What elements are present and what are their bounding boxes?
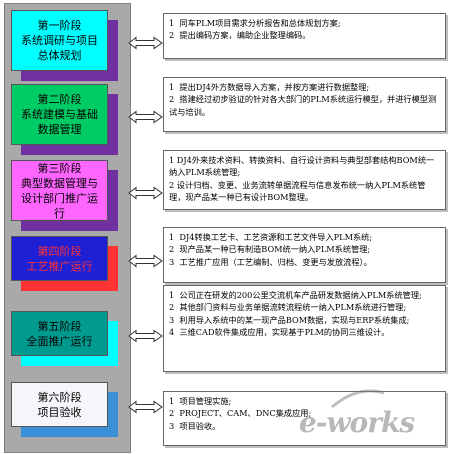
description-item: 1 DJ4转换工艺卡、工艺资源和工艺文件导入PLM系统;: [169, 232, 373, 242]
stage-title: 第六阶段 项目验收: [37, 390, 82, 419]
double-arrow-icon: [128, 329, 163, 343]
stage-box-6: 第六阶段 项目验收: [11, 382, 108, 427]
description-item: 1 同车PLM项目需求分析报告和总体规划方案;: [169, 18, 341, 28]
double-arrow-icon: [128, 186, 163, 200]
description-item: 2 搭建经过初步验证的针对各大部门的PLM系统运行模型，并进行模型测试与培训。: [169, 94, 437, 117]
stage-title: 第一阶段 系统调研与项目 总体规划: [21, 19, 98, 62]
stage-box-1: 第一阶段 系统调研与项目 总体规划: [11, 10, 108, 71]
description-item: 1 提出DJ4外方数据导入方案，并按方案进行数据整理;: [169, 82, 370, 92]
description-item: 2 提出编码方案，编助企业整理编码。: [169, 30, 311, 41]
description-item: 3 利用导入系统中的某一现产品BOM数据，实现与ERP系统集成;: [169, 314, 410, 325]
double-arrow-icon: [128, 110, 163, 124]
stage-box-4: 第四阶段 工艺推广运行: [11, 236, 108, 281]
double-arrow-icon: [128, 400, 163, 414]
description-item: 1 DJ4外来技术资料、转换资料、自行设计资料与典型部套结构BOM统一纳入PLM…: [169, 155, 435, 178]
description-item: 3 项目验收。: [169, 420, 221, 431]
description-item: 1 公司正在研发的200公里交流机车产品研发数据纳入PLM系统管理;: [169, 290, 422, 300]
description-item: 3 工艺推广应用（工艺编制、归档、变更与发放流程）。: [169, 256, 372, 267]
stage-title: 第三阶段 典型数据管理与 设计部门推广运 行: [21, 161, 98, 220]
description-item: 2 其他部门资料与业务单据流转流程统一纳入PLM系统进行管理;: [169, 302, 407, 313]
description-item: 2 现产品某一种已有制造BOM统一纳入PLM系统管理;: [169, 244, 371, 255]
stage-title: 第五阶段 全面推广运行: [26, 319, 93, 348]
stage-description-2: 1 提出DJ4外方数据导入方案，并按方案进行数据整理; 2 搭建经过初步验证的针对…: [163, 77, 446, 132]
double-arrow-icon: [128, 254, 163, 268]
stage-box-3: 第三阶段 典型数据管理与 设计部门推广运 行: [11, 160, 108, 221]
stage-title: 第二阶段 系统建模与基础 数据管理: [21, 93, 98, 136]
stage-description-1: 1 同车PLM项目需求分析报告和总体规划方案; 2 提出编码方案，编助企业整理编码…: [163, 13, 446, 59]
description-item: 1 项目管理实施;: [169, 396, 232, 406]
description-item: 2 PROJECT、CAM、DNC集成应用;: [169, 408, 312, 419]
stage-description-4: 1 DJ4转换工艺卡、工艺资源和工艺文件导入PLM系统; 2 现产品某一种已有制造…: [163, 227, 446, 283]
stage-description-6: 1 项目管理实施; 2 PROJECT、CAM、DNC集成应用;3 项目验收。: [163, 391, 446, 446]
double-arrow-icon: [128, 36, 163, 50]
stage-description-5: 1 公司正在研发的200公里交流机车产品研发数据纳入PLM系统管理; 2 其他部门…: [163, 285, 446, 372]
stage-box-5: 第五阶段 全面推广运行: [11, 311, 108, 356]
stage-description-3: 1 DJ4外来技术资料、转换资料、自行设计资料与典型部套结构BOM统一纳入PLM…: [163, 150, 446, 210]
watermark-swoosh-icon: [331, 389, 385, 409]
stage-title: 第四阶段 工艺推广运行: [26, 244, 93, 273]
watermark-logo: e-works: [299, 406, 415, 439]
description-item: 2 设计归档、变更、业务流转单据流程与信息发布统一纳入PLM系统管理，现产品某一…: [169, 179, 426, 203]
stage-box-2: 第二阶段 系统建模与基础 数据管理: [11, 84, 108, 145]
description-item: 4 三维CAD软件集成应用，实现基于PLM的协同三维设计。: [169, 327, 390, 338]
